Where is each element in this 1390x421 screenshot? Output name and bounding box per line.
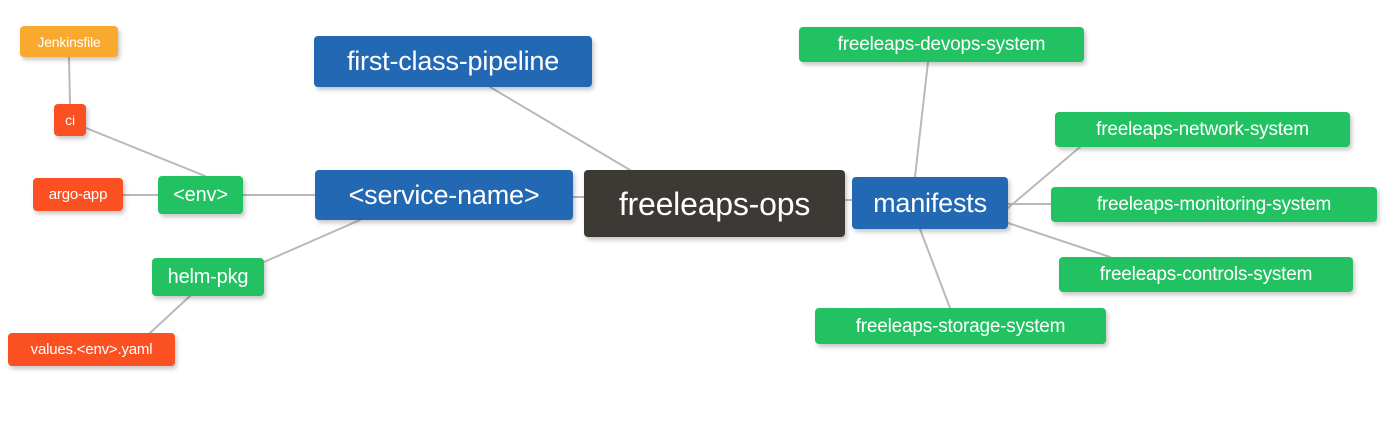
node-label-freeleaps-network-system: freeleaps-network-system — [1096, 119, 1309, 140]
edge-manifests-to-freeleaps-storage-system — [919, 228, 951, 309]
edge-ci-to-env — [85, 127, 206, 177]
node-label-env: <env> — [173, 184, 228, 206]
node-label-helm-pkg: helm-pkg — [167, 266, 249, 288]
node-label-freeleaps-storage-system: freeleaps-storage-system — [855, 315, 1066, 337]
edge-first-class-pipeline-to-freeleaps-ops — [489, 86, 631, 171]
node-label-freeleaps-monitoring-system: freeleaps-monitoring-system — [1096, 194, 1332, 215]
mindmap-node-argo-app[interactable]: argo-app — [33, 178, 123, 211]
mindmap-node-service-name[interactable]: <service-name> — [315, 170, 573, 220]
mindmap-node-jenkinsfile[interactable]: Jenkinsfile — [20, 26, 118, 57]
node-label-freeleaps-ops: freeleaps-ops — [618, 185, 811, 222]
node-label-values-env-yaml: values.<env>.yaml — [30, 341, 153, 358]
node-label-ci: ci — [65, 112, 75, 128]
mindmap-node-manifests[interactable]: manifests — [852, 177, 1008, 229]
node-label-argo-app: argo-app — [48, 186, 108, 203]
node-label-first-class-pipeline: first-class-pipeline — [346, 46, 560, 76]
mindmap-node-freeleaps-devops-system[interactable]: freeleaps-devops-system — [799, 27, 1084, 62]
mindmap-node-freeleaps-monitoring-system[interactable]: freeleaps-monitoring-system — [1051, 187, 1377, 222]
node-label-freeleaps-devops-system: freeleaps-devops-system — [837, 34, 1046, 55]
edge-manifests-to-freeleaps-controls-system — [1007, 222, 1111, 258]
edge-service-name-to-helm-pkg — [263, 219, 361, 263]
mindmap-node-env[interactable]: <env> — [158, 176, 243, 214]
node-label-freeleaps-controls-system: freeleaps-controls-system — [1099, 264, 1313, 285]
edge-helm-pkg-to-values-env-yaml — [149, 295, 191, 334]
edge-jenkinsfile-to-ci — [68, 56, 71, 105]
node-label-service-name: <service-name> — [348, 179, 540, 210]
mindmap-node-first-class-pipeline[interactable]: first-class-pipeline — [314, 36, 592, 87]
mindmap-node-freeleaps-network-system[interactable]: freeleaps-network-system — [1055, 112, 1350, 147]
mindmap-node-freeleaps-ops[interactable]: freeleaps-ops — [584, 170, 845, 237]
node-label-jenkinsfile: Jenkinsfile — [37, 33, 101, 50]
mindmap-node-values-env-yaml[interactable]: values.<env>.yaml — [8, 333, 175, 366]
node-label-manifests: manifests — [873, 187, 987, 218]
edge-manifests-to-freeleaps-devops-system — [914, 61, 929, 178]
mindmap-node-freeleaps-controls-system[interactable]: freeleaps-controls-system — [1059, 257, 1353, 292]
mindmap-node-helm-pkg[interactable]: helm-pkg — [152, 258, 264, 296]
mindmap-node-ci[interactable]: ci — [54, 104, 86, 136]
mindmap-node-freeleaps-storage-system[interactable]: freeleaps-storage-system — [815, 308, 1106, 344]
